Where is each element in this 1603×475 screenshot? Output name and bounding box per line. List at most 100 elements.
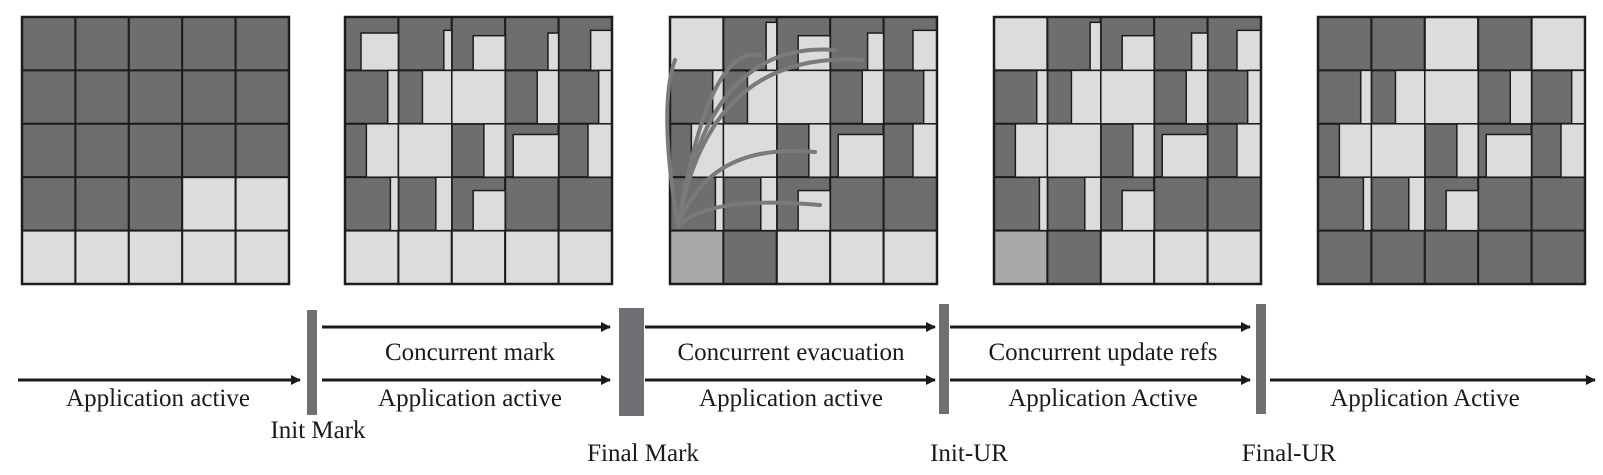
heap-region	[1530, 16, 1586, 72]
heap-region	[1317, 229, 1373, 286]
heap-region	[397, 229, 453, 286]
free-space-block	[1362, 176, 1373, 232]
free-space-block	[589, 29, 613, 72]
heap-region	[74, 176, 130, 232]
free-space-block	[472, 189, 506, 232]
free-space-block	[1161, 133, 1209, 178]
heap-region	[74, 16, 130, 72]
free-space-block	[1132, 123, 1155, 178]
heap-region	[1046, 229, 1102, 286]
free-space-block	[365, 123, 400, 178]
free-space-block	[587, 123, 613, 178]
heap-region	[450, 229, 507, 286]
heap-region	[181, 176, 237, 232]
pause-label-final-ur: Final-UR	[1241, 440, 1337, 467]
heap-region	[1477, 229, 1533, 286]
phase-label-concurrent-mark: Concurrent mark	[384, 339, 556, 366]
heap-region	[1477, 16, 1533, 72]
heap-region	[21, 16, 77, 72]
pause-bar	[307, 310, 317, 415]
free-space-block	[1046, 123, 1102, 178]
free-space-block	[1338, 123, 1373, 178]
heap-region	[234, 122, 291, 179]
heap-region	[234, 176, 291, 232]
heap-region	[1530, 229, 1586, 286]
free-space-block	[1121, 189, 1155, 232]
free-space-block	[1089, 21, 1102, 72]
evacuation-arrow	[676, 200, 822, 229]
heap-border	[1316, 15, 1587, 286]
free-space-block	[1424, 69, 1479, 125]
heap-region	[21, 122, 77, 179]
free-space-block	[421, 69, 453, 125]
heap-region	[234, 16, 291, 72]
heap-region	[993, 16, 1049, 72]
heap-border	[343, 15, 614, 286]
free-space-block	[547, 32, 560, 72]
heap-region	[1370, 229, 1426, 286]
heap-region	[344, 229, 400, 286]
heap-region	[669, 16, 725, 72]
free-space-block	[797, 189, 831, 232]
phase-label-concurrent-update-refs: Concurrent update refs	[988, 339, 1218, 366]
heap-region	[127, 229, 184, 286]
heap-region	[557, 176, 613, 232]
heap-region	[1206, 176, 1262, 232]
heap-region	[181, 69, 237, 125]
heap-region	[1530, 176, 1586, 232]
free-space-block	[912, 123, 938, 178]
free-space-block	[1070, 69, 1102, 125]
free-space-block	[443, 29, 453, 72]
heap-region	[829, 176, 885, 232]
heap-region	[1206, 229, 1262, 286]
free-space-block	[1185, 69, 1209, 125]
free-space-block	[360, 32, 400, 72]
free-space-block	[1100, 69, 1155, 125]
free-space-block	[1485, 133, 1533, 178]
free-space-block	[483, 123, 506, 178]
heap-region	[74, 229, 130, 286]
phase-label-concurrent-evacuation: Concurrent evacuation	[677, 339, 905, 366]
pause-bar	[939, 304, 949, 414]
heap-region	[1370, 16, 1426, 72]
phase-label-application-active-5: Application Active	[1330, 385, 1520, 412]
heap-snapshot-1	[20, 15, 291, 286]
pause-bar	[619, 308, 644, 416]
heap-region	[1099, 229, 1156, 286]
free-space-block	[1445, 189, 1479, 232]
heap-region	[775, 229, 832, 286]
heap-region	[127, 176, 184, 232]
free-space-block	[912, 29, 938, 72]
free-space-block	[861, 69, 885, 125]
heap-region	[504, 229, 560, 286]
heap-region	[127, 122, 184, 179]
free-space-block	[1370, 123, 1426, 178]
pause-bar	[1256, 304, 1266, 414]
heap-snapshot-5	[1316, 15, 1587, 286]
free-space-block	[1408, 176, 1426, 232]
heap-region	[1153, 176, 1209, 232]
free-space-block	[837, 133, 885, 178]
free-space-block	[1190, 32, 1209, 72]
heap-region	[1317, 16, 1373, 72]
free-space-block	[1014, 123, 1049, 178]
heap-region	[1477, 176, 1533, 232]
heap-region	[21, 229, 77, 286]
heap-snapshot-2	[343, 15, 614, 286]
heap-region	[557, 229, 613, 286]
free-space-block	[866, 32, 885, 72]
pause-label-init-mark: Init Mark	[270, 417, 366, 444]
heap-region	[181, 122, 237, 179]
free-space-block	[1236, 123, 1262, 178]
heap-region	[504, 176, 560, 232]
free-space-block	[1038, 176, 1049, 232]
heap-region	[234, 69, 291, 125]
free-space-block	[435, 176, 453, 232]
heap-region	[1153, 229, 1209, 286]
evacuation-arrow	[676, 149, 817, 229]
free-space-block	[1035, 69, 1049, 125]
phase-label-application-active-4: Application Active	[1008, 385, 1198, 412]
heap-region	[829, 229, 885, 286]
heap-region	[21, 69, 77, 125]
free-space-block	[597, 69, 613, 125]
